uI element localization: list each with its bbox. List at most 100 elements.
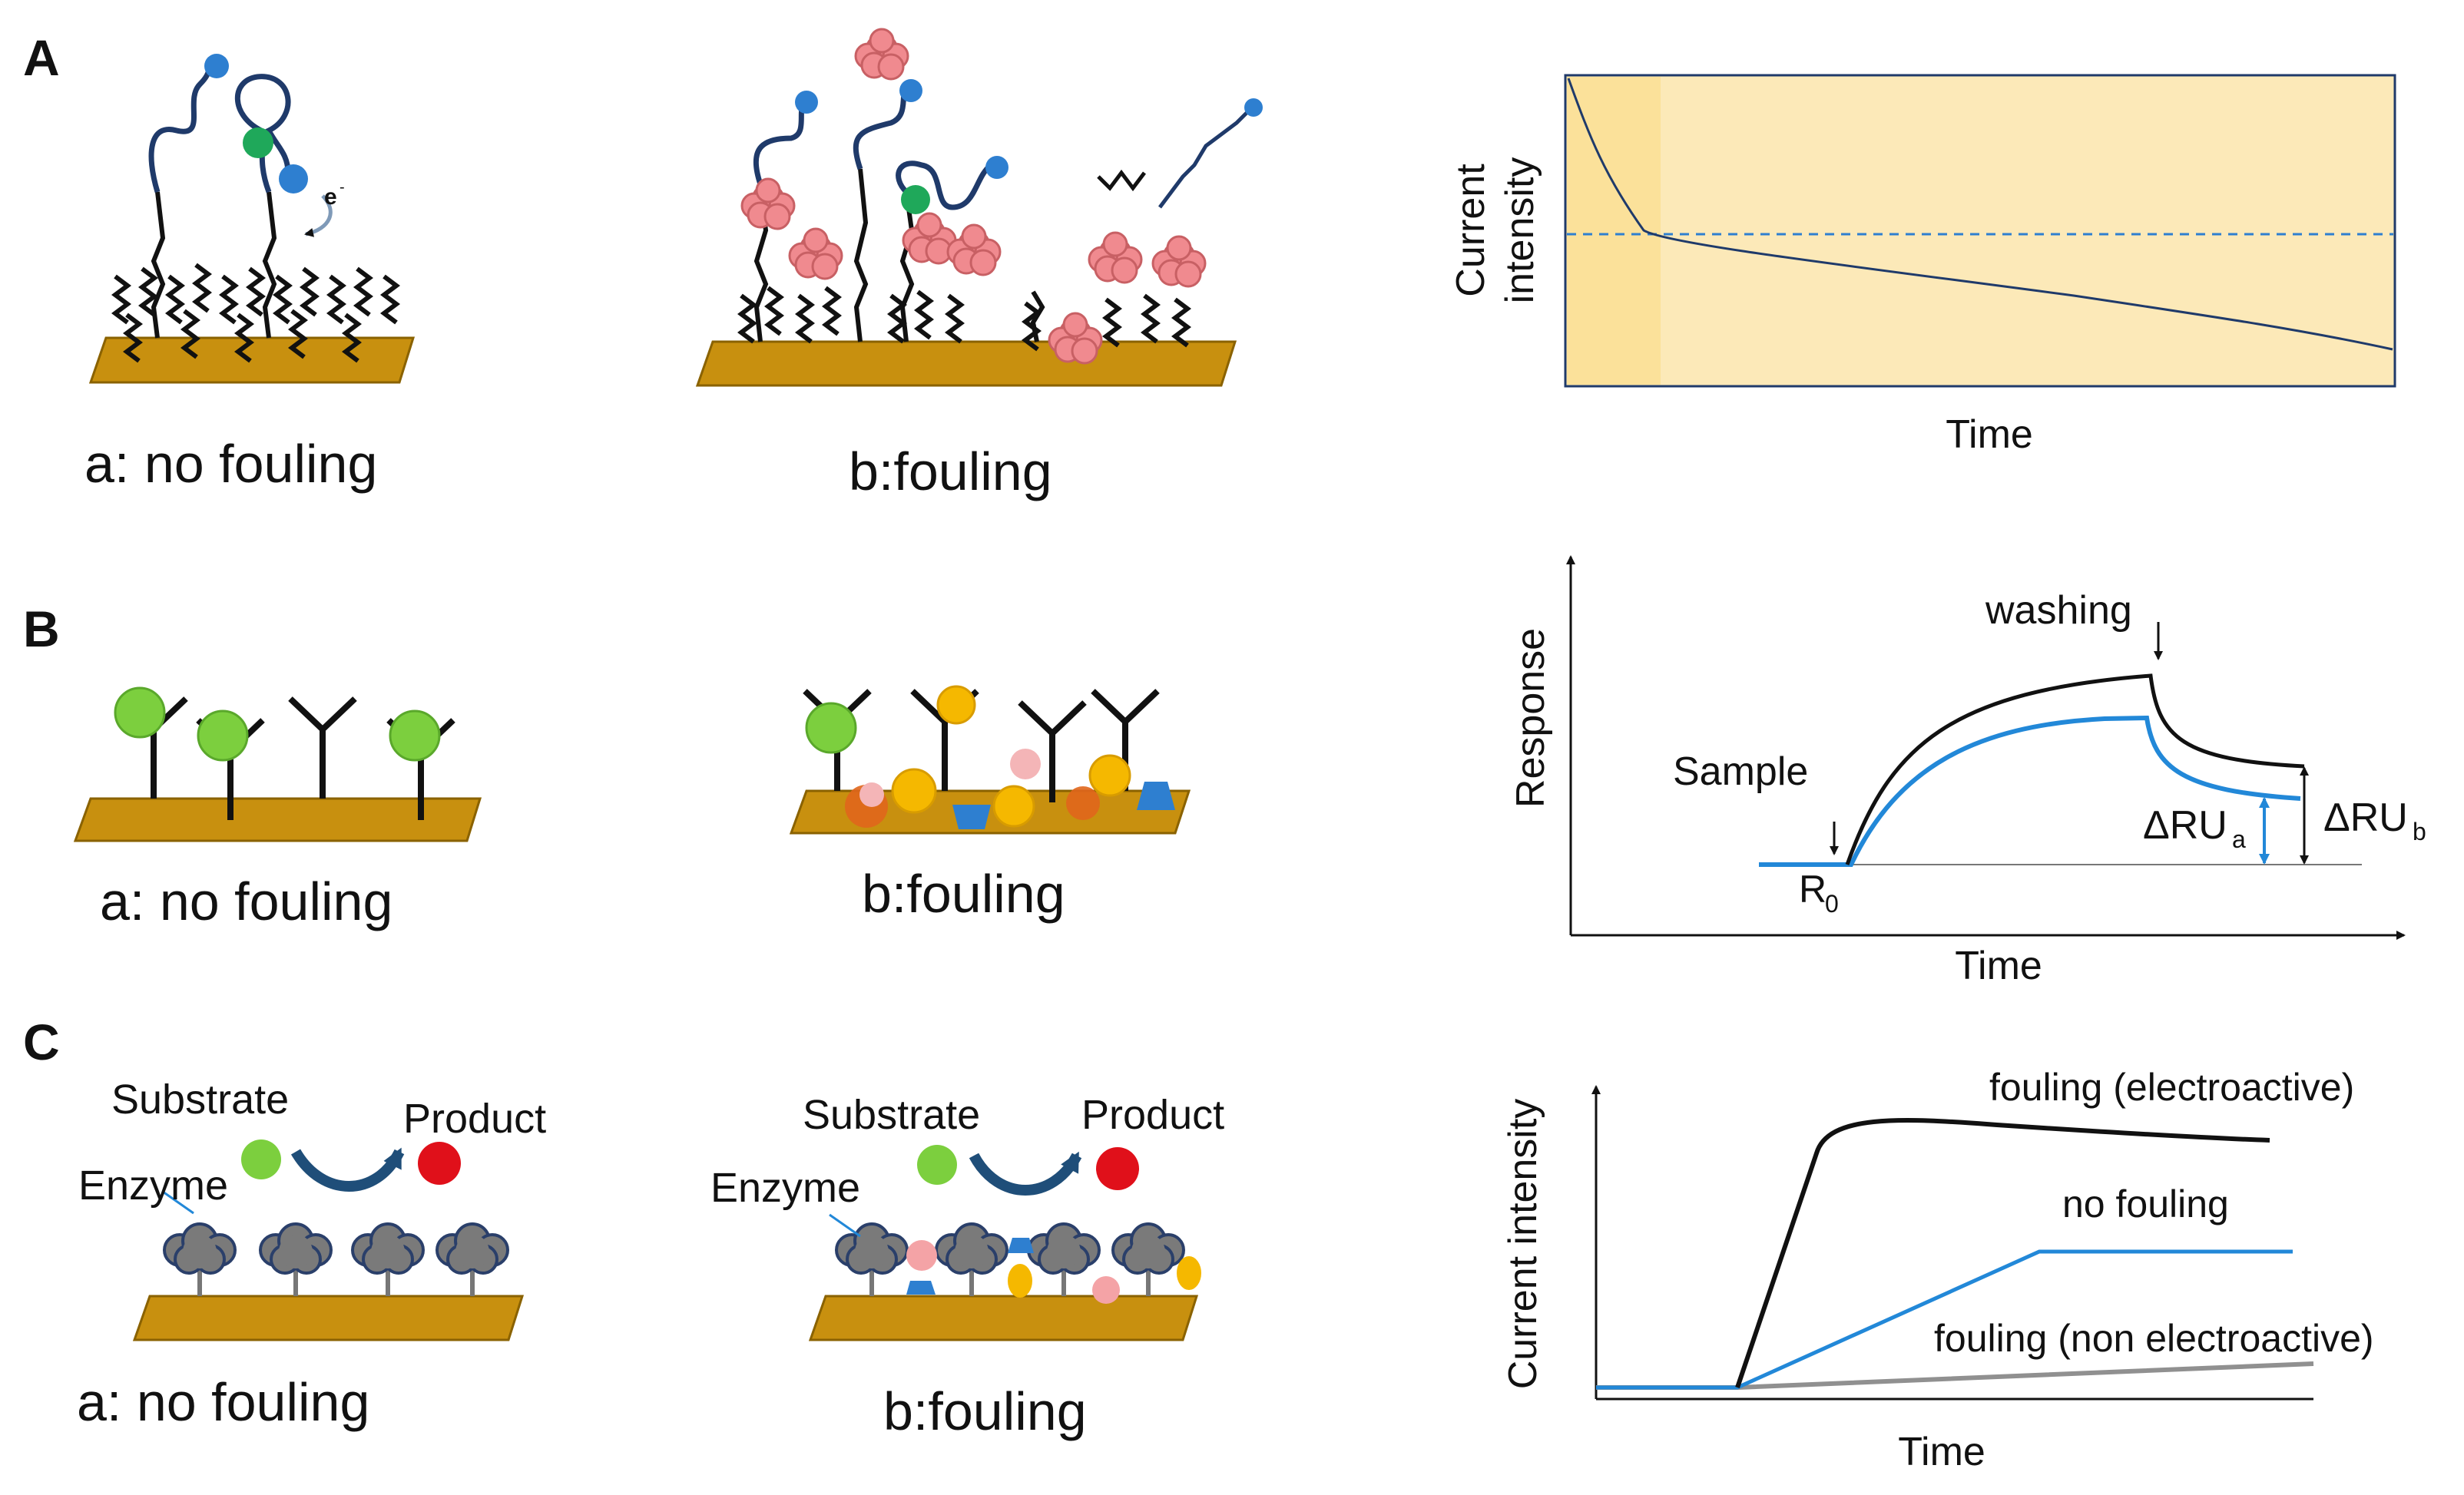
panel-c-graph: Current intensity Time fouling (electroa…	[1501, 1066, 2374, 1474]
redox-tag-icon	[279, 164, 308, 193]
small-molecules	[906, 1238, 1034, 1295]
delta-ru-b-subscript: b	[2413, 818, 2426, 845]
enzyme-pointer	[829, 1213, 861, 1238]
nonspecific-particles	[1008, 1256, 1201, 1298]
enzyme-icon	[437, 1224, 508, 1296]
sample-label: Sample	[1673, 749, 1808, 794]
caption-b-fouling: b:fouling	[862, 864, 1065, 924]
product-icon	[418, 1142, 461, 1185]
electron-transfer: e -	[304, 179, 345, 237]
antigen-icon	[197, 709, 249, 762]
enzyme-icon	[164, 1224, 235, 1296]
delta-ru-a-label: ΔRU	[2143, 803, 2227, 848]
antigen-icon	[114, 686, 166, 739]
panel-letter-c: C	[23, 1014, 60, 1070]
panel-a-graph: Current intensity Time	[1449, 74, 2396, 457]
x-axis-label: Time	[1946, 412, 2033, 457]
panel-b-fouling-illustration	[789, 685, 1191, 835]
panel-b: B a: no fouling	[23, 555, 2426, 988]
r0-subscript: 0	[1825, 890, 1839, 918]
response-curve-fouling	[1845, 673, 2305, 865]
antibody-icon	[290, 699, 355, 799]
panel-a-no-fouling-illustration: e -	[88, 54, 416, 384]
curve-fouling-electroactive	[1735, 1118, 2270, 1388]
delta-ru-a-subscript: a	[2232, 825, 2246, 853]
panel-b-no-fouling-illustration	[73, 686, 482, 842]
x-axis-label: Time	[1955, 944, 2042, 988]
caption-a-fouling: b:fouling	[849, 442, 1052, 501]
panel-c-fouling-illustration: Substrate Product Enzyme	[710, 1092, 1224, 1341]
caption-b-no-fouling: a: no fouling	[100, 872, 392, 931]
legend-fouling-electroactive: fouling (electroactive)	[1989, 1066, 2354, 1109]
adsorbed-proteins	[906, 1240, 1120, 1304]
panel-b-graph: Response Time Sample washing R 0 ΔRU a Δ…	[1509, 555, 2426, 988]
protein-icon	[740, 177, 796, 230]
fouled-probes	[753, 79, 1263, 342]
enzyme-icon	[836, 1224, 907, 1296]
enzyme-icon	[260, 1224, 331, 1296]
enzyme-icon	[353, 1224, 423, 1296]
r0-label: R	[1799, 868, 1826, 911]
response-curve-no-fouling	[1759, 715, 2301, 867]
target-molecule-icon	[243, 127, 273, 158]
curve-no-fouling	[1596, 1249, 2293, 1390]
protein-icon	[1088, 231, 1143, 284]
electron-charge: -	[339, 179, 345, 196]
substrate-icon	[241, 1139, 281, 1179]
adsorbed-proteins-light	[859, 749, 1041, 807]
protein-icon	[1048, 312, 1103, 365]
x-axis-label: Time	[1898, 1430, 1985, 1474]
reaction-arrow	[969, 1151, 1082, 1196]
washing-label: washing	[1985, 588, 2132, 633]
substrate-icon	[917, 1145, 957, 1185]
enzyme-pointer	[162, 1190, 194, 1215]
enzyme-icon	[1113, 1224, 1184, 1296]
substrate-label: Substrate	[111, 1077, 289, 1123]
y-axis-label-line2: intensity	[1498, 157, 1542, 304]
product-icon	[1096, 1147, 1139, 1190]
antigen-icon	[389, 709, 441, 762]
bound-antigens	[114, 686, 441, 762]
current-decay-curve	[1567, 78, 2393, 351]
gold-electrode-surface	[695, 340, 1237, 387]
panel-letter-b: B	[23, 600, 60, 657]
gold-electrode-surface	[808, 1295, 1199, 1341]
panel-c-no-fouling-illustration: Substrate Product Enzyme	[78, 1077, 546, 1341]
protein-icon	[788, 227, 843, 280]
caption-a-no-fouling: a: no fouling	[84, 434, 377, 494]
caption-c-no-fouling: a: no fouling	[77, 1372, 369, 1432]
nonspecific-particles	[891, 685, 1131, 828]
enzyme-label: Enzyme	[78, 1163, 228, 1209]
protein-icon	[1151, 235, 1207, 288]
enzyme-icon	[1028, 1224, 1099, 1296]
y-axis-label: Response	[1509, 628, 1553, 808]
antigen-icon	[805, 702, 857, 754]
gold-electrode-surface	[132, 1295, 525, 1341]
aptamer-probe-1	[148, 54, 229, 339]
small-molecules	[952, 782, 1175, 829]
protein-icon	[854, 28, 909, 81]
y-axis-label-line1: Current	[1449, 164, 1493, 297]
reaction-arrow	[290, 1147, 405, 1192]
panel-a: A	[23, 28, 2396, 501]
electron-label: e	[324, 184, 337, 210]
redox-tag-icon	[204, 54, 229, 78]
enzyme-icon	[936, 1224, 1007, 1296]
graph-background	[1564, 74, 2396, 388]
curve-fouling-non-electroactive	[1596, 1361, 2314, 1390]
alkyl-monolayer	[741, 288, 1187, 349]
panel-letter-a: A	[23, 29, 60, 86]
gold-sensor-surface	[73, 797, 482, 842]
aptamer-probe-2-folded	[234, 74, 308, 339]
enzyme-label: Enzyme	[710, 1165, 860, 1211]
delta-ru-b-label: ΔRU	[2323, 795, 2408, 840]
legend-no-fouling: no fouling	[2062, 1182, 2229, 1225]
product-label: Product	[1081, 1092, 1224, 1138]
gold-electrode-surface	[88, 336, 416, 384]
product-label: Product	[403, 1096, 546, 1142]
panel-a-fouling-illustration	[695, 28, 1263, 387]
caption-c-fouling: b:fouling	[883, 1381, 1087, 1441]
panel-c: C Substrate Product Enzyme a: no fouling	[23, 1014, 2374, 1474]
substrate-label: Substrate	[803, 1092, 980, 1138]
